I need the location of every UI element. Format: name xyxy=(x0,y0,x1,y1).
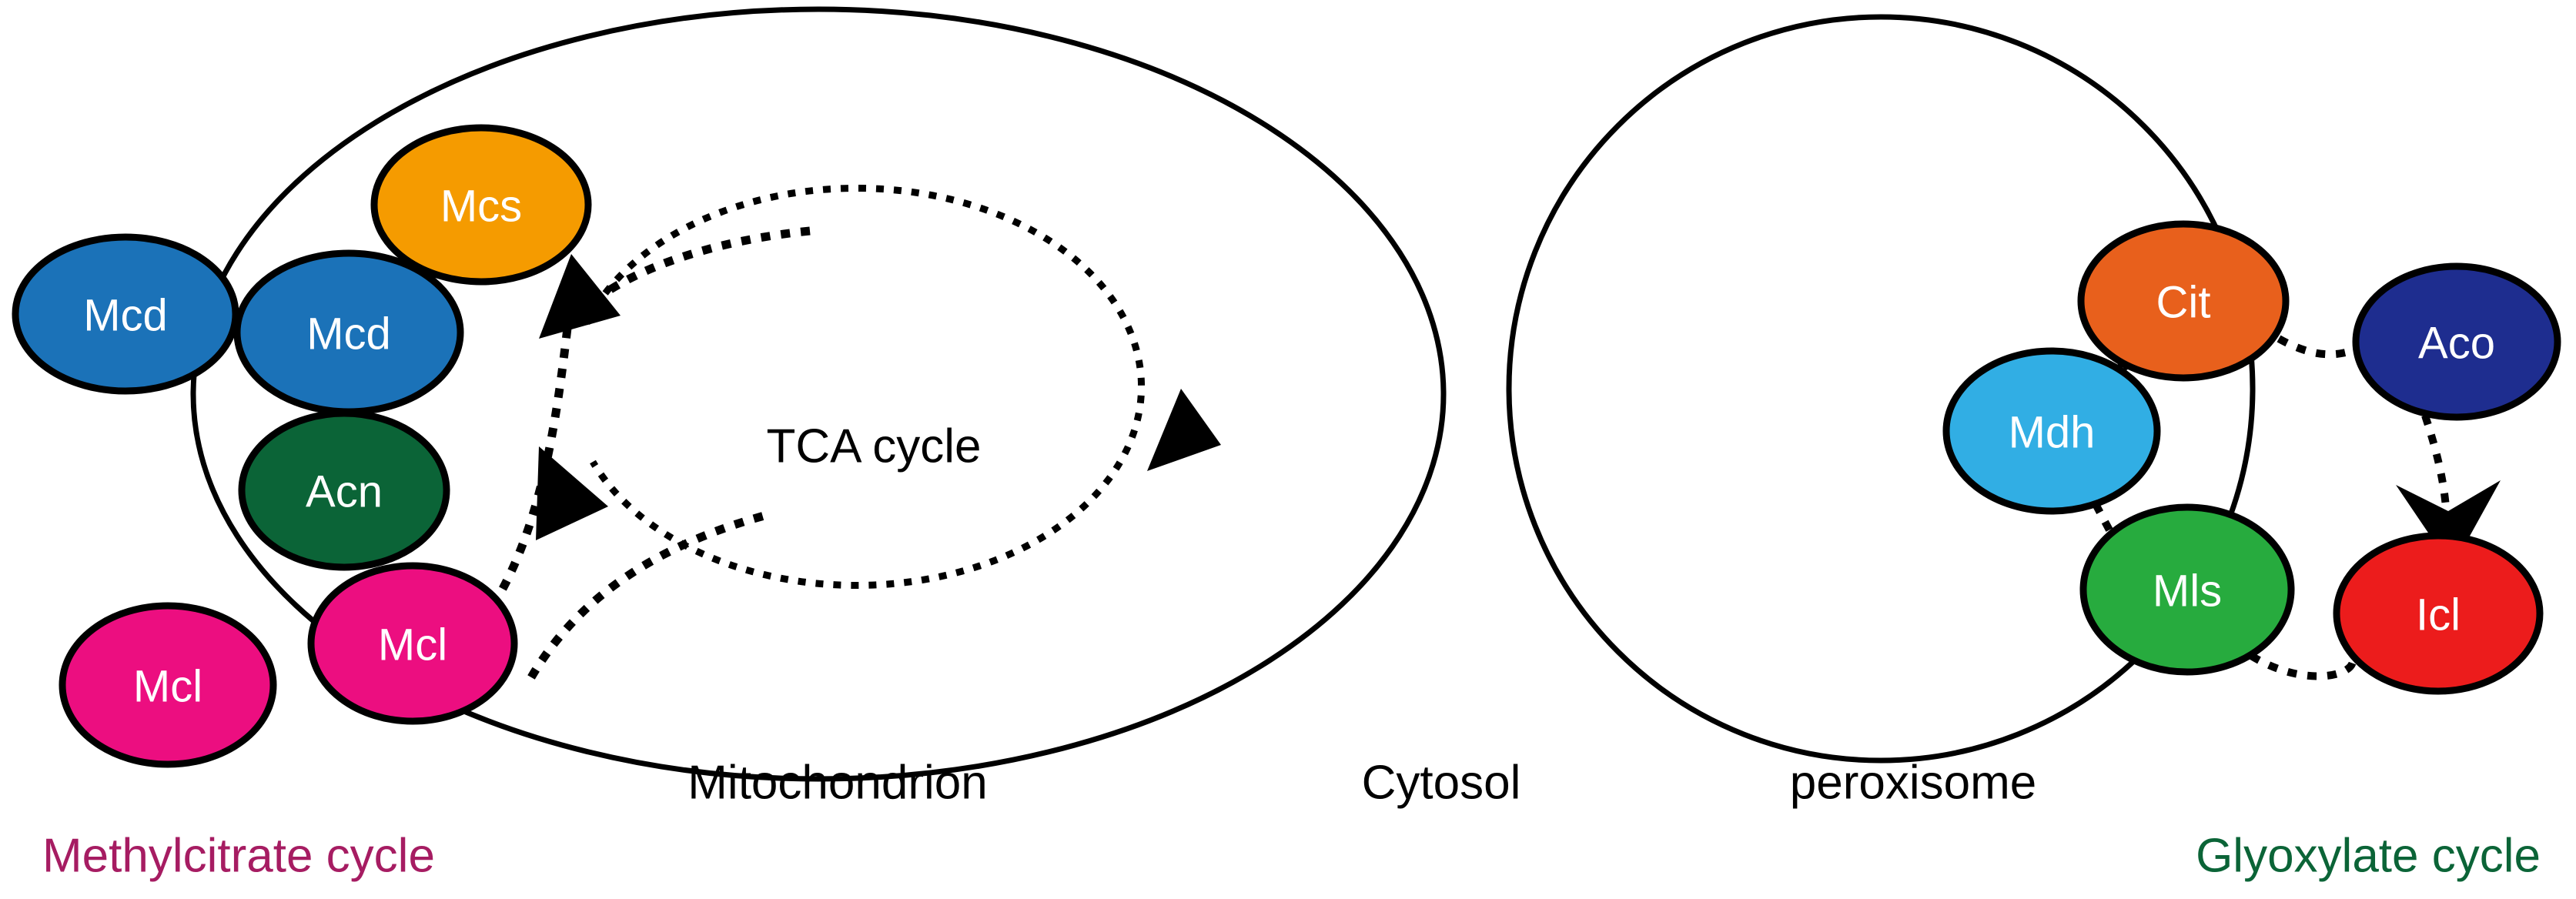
cytosol-label: Cytosol xyxy=(1362,757,1521,810)
aco-to-icl-arrowhead xyxy=(2396,480,2501,568)
mcl-to-mcs-connector xyxy=(466,254,621,642)
enzyme-ellipse[interactable] xyxy=(2333,532,2544,695)
enzyme-label: Mcl xyxy=(133,662,202,712)
enzyme-node-mcd-cytosol[interactable]: Mcd xyxy=(12,233,239,395)
enzyme-label: Acn xyxy=(306,467,383,517)
enzyme-ellipse[interactable] xyxy=(2079,503,2295,676)
enzyme-label: Mls xyxy=(2153,566,2222,617)
enzyme-ellipse[interactable] xyxy=(1942,347,2161,515)
mcl-to-tca-line xyxy=(527,510,771,680)
enzyme-label: Mcs xyxy=(440,182,522,232)
enzyme-node-icl-cytosol[interactable]: Icl xyxy=(2333,532,2544,695)
enzyme-node-mcd-mito[interactable]: Mcd xyxy=(233,249,464,416)
tca-to-mcs-connector xyxy=(582,226,811,312)
enzyme-ellipse[interactable] xyxy=(2352,262,2561,421)
tca-to-mcs-line xyxy=(582,226,811,312)
mdh-to-mls-line xyxy=(2092,502,2118,541)
aco-to-icl-line xyxy=(2421,414,2451,540)
mitochondrion-outline xyxy=(190,6,1447,782)
enzyme-node-mls-peroxisome[interactable]: Mls xyxy=(2079,503,2295,676)
aco-to-icl-connector xyxy=(2396,414,2501,568)
peroxisome-label: peroxisome xyxy=(1790,757,2036,810)
tca-cycle-label: TCA cycle xyxy=(766,420,981,473)
enzyme-node-mcs-mito[interactable]: Mcs xyxy=(370,124,592,286)
mitochondrion-label: Mitochondrion xyxy=(687,757,987,810)
tca-cycle-group xyxy=(583,185,1221,589)
icl-to-mls-line xyxy=(2249,652,2357,680)
enzyme-ellipse[interactable] xyxy=(307,562,518,725)
methylcitrate-cycle-label: Methylcitrate cycle xyxy=(42,830,435,883)
mcl-to-tca-connector xyxy=(527,446,771,680)
cit-to-aco-line xyxy=(2277,335,2362,359)
enzyme-node-mcl-mito[interactable]: Mcl xyxy=(307,562,518,725)
enzyme-label: Mdh xyxy=(2009,408,2096,458)
mcl-to-mcs-arrowhead xyxy=(539,254,621,339)
enzyme-node-cit-peroxisome[interactable]: Cit xyxy=(2077,220,2290,382)
enzyme-ellipse[interactable] xyxy=(59,602,277,768)
tca-cycle-ring xyxy=(583,185,1146,589)
enzyme-label: Aco xyxy=(2418,319,2495,369)
enzyme-ellipse[interactable] xyxy=(2077,220,2290,382)
enzyme-node-mcl-cytosol[interactable]: Mcl xyxy=(59,602,277,768)
enzyme-label: Icl xyxy=(2416,590,2461,640)
enzyme-node-mdh-peroxisome[interactable]: Mdh xyxy=(1942,347,2161,515)
glyoxylate-cycle-label: Glyoxylate cycle xyxy=(2196,830,2541,883)
enzyme-label: Cit xyxy=(2156,278,2211,328)
enzyme-node-acn-mito[interactable]: Acn xyxy=(238,409,450,571)
tca-cycle-arrowhead-right xyxy=(1147,389,1221,471)
enzyme-node-aco-cytosol[interactable]: Aco xyxy=(2352,262,2561,421)
enzyme-ellipse[interactable] xyxy=(238,409,450,571)
enzyme-ellipse[interactable] xyxy=(370,124,592,286)
enzyme-label: Mcd xyxy=(306,309,391,359)
enzyme-label: Mcl xyxy=(378,620,447,670)
enzyme-label: Mcd xyxy=(83,291,168,341)
enzyme-ellipse[interactable] xyxy=(12,233,239,395)
peroxisome-outline xyxy=(1506,14,2256,764)
mcl-to-tca-arrowhead xyxy=(536,446,608,540)
